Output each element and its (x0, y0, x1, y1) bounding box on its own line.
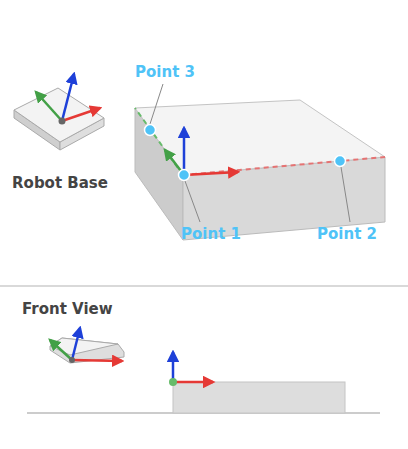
section-heading: Front View (22, 300, 113, 318)
point-label: Point 3 (135, 63, 195, 81)
robot-base-plate (14, 74, 104, 150)
divider (0, 285, 408, 287)
part-label: Robot Base (12, 174, 108, 192)
point-label: Point 2 (317, 225, 377, 243)
workpiece-box (135, 100, 385, 240)
point-markers (145, 84, 351, 222)
point-label: Point 1 (181, 225, 241, 243)
front-view (27, 328, 380, 413)
